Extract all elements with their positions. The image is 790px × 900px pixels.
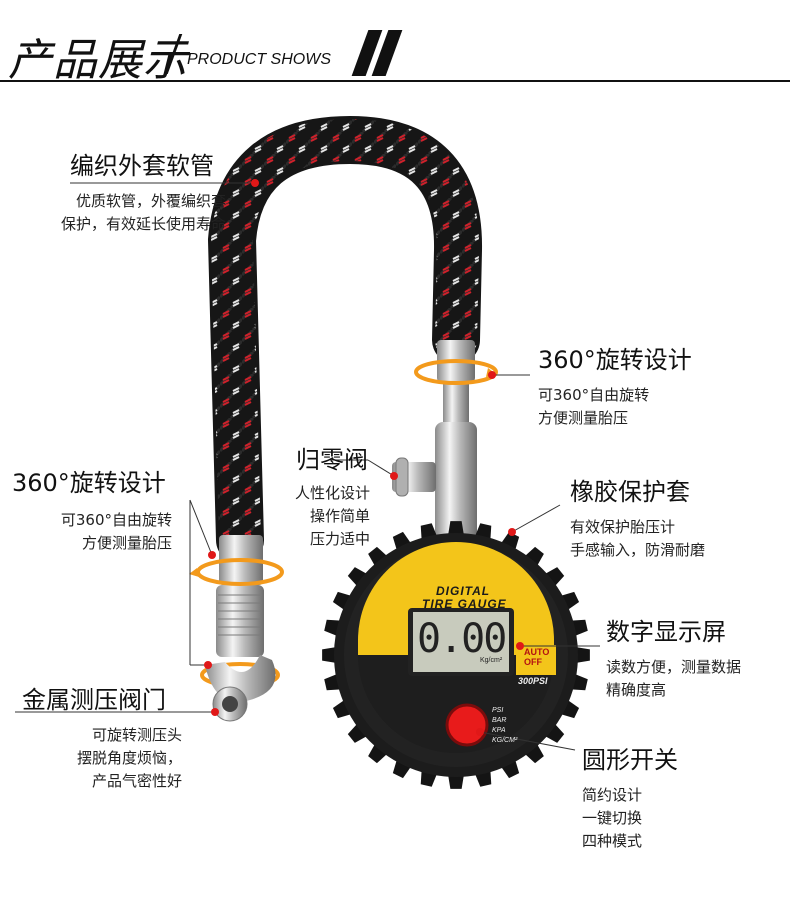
callout-hose-line: 保护，有效延长使用寿命	[60, 215, 226, 233]
callout-display-body: 读数方便，测量数据 精确度高	[606, 656, 741, 702]
callout-valve-title: 归零阀	[296, 446, 368, 474]
callout-hose-title: 编织外套软管	[70, 152, 214, 180]
lcd-unit: Kg/cm²	[480, 657, 503, 664]
boot-tooth	[542, 567, 565, 589]
mode-bar: BAR	[492, 717, 507, 724]
callout-valve-line: 人性化设计	[294, 484, 370, 502]
chrome-stem	[435, 422, 477, 542]
gauge-brand-line1: DIGITAL	[436, 584, 491, 598]
callout-valve-body: 人性化设计 操作简单 压力适中	[246, 482, 370, 551]
callout-rotate-top-title: 360°旋转设计	[538, 346, 692, 374]
callout-rotate-left-title: 360°旋转设计	[12, 469, 166, 497]
page-subtitle: PRODUCT SHOWS	[187, 51, 331, 68]
boot-tooth	[347, 721, 370, 743]
callout-display-title: 数字显示屏	[606, 618, 726, 646]
boot-tooth	[522, 546, 544, 569]
callout-switch-title: 圆形开关	[582, 746, 678, 774]
lcd-reading: 0.00	[417, 616, 507, 662]
callout-rotate-top-line: 方便测量胎压	[538, 409, 629, 427]
auto-off-line1: AUTO	[524, 647, 550, 657]
callout-rotate-left-line: 方便测量胎压	[81, 534, 172, 552]
callout-switch-body: 简约设计 一键切换 四种模式	[582, 784, 642, 853]
mode-kgcm: KG/CM²	[492, 737, 518, 744]
callout-display-line: 读数方便，测量数据	[606, 658, 742, 676]
callout-dots	[204, 179, 524, 736]
mode-button	[445, 703, 489, 747]
braided-hose	[207, 115, 483, 564]
callout-rubber-line: 有效保护胎压计	[570, 518, 676, 536]
callout-metal-line: 摆脱角度烦恼，	[76, 749, 182, 767]
callout-metal-line: 产品气密性好	[91, 772, 182, 790]
auto-off-line2: OFF	[524, 657, 542, 667]
boot-tooth	[542, 721, 565, 743]
reset-valve	[392, 457, 436, 497]
boot-tooth	[347, 567, 370, 589]
rotate-ring-left	[196, 558, 284, 586]
range-label: 300PSI	[518, 676, 548, 686]
callout-switch-line: 简约设计	[582, 786, 643, 804]
callout-metal-title: 金属测压阀门	[22, 686, 166, 714]
page-title: 产品展示	[8, 35, 188, 86]
callout-hose-body: 优质软管，外覆编织套 保护，有效延长使用寿命	[8, 190, 226, 236]
auto-off-label: AUTO OFF	[524, 647, 549, 667]
callout-valve-line: 压力适中	[309, 530, 370, 548]
callout-valve-line: 操作简单	[309, 507, 370, 525]
boot-tooth	[522, 741, 544, 764]
boot-tooth	[368, 741, 390, 764]
mode-psi: PSI	[492, 707, 504, 714]
gauge-brand-line2: TIRE GAUGE	[422, 597, 507, 611]
boot-tooth	[368, 546, 390, 569]
header-rule	[0, 80, 790, 82]
callout-rotate-top-line: 可360°自由旋转	[538, 386, 650, 404]
callout-rotate-left-body: 可360°自由旋转 方便测量胎压	[20, 509, 172, 555]
rotate-ring-top	[414, 359, 498, 385]
callout-switch-line: 一键切换	[582, 809, 643, 827]
callout-switch-line: 四种模式	[582, 832, 643, 850]
callout-display-line: 精确度高	[606, 681, 667, 699]
mode-kpa: KPA	[492, 727, 506, 734]
callout-hose-line: 优质软管，外覆编织套	[75, 192, 226, 210]
callout-rotate-top-body: 可360°自由旋转 方便测量胎压	[538, 384, 649, 430]
callout-metal-body: 可旋转测压头 摆脱角度烦恼， 产品气密性好	[20, 724, 182, 793]
callout-metal-line: 可旋转测压头	[91, 726, 182, 744]
callout-rubber-title: 橡胶保护套	[570, 478, 690, 506]
callout-leaders	[15, 182, 600, 751]
gauge-face	[358, 542, 556, 753]
knurled-chuck	[216, 585, 264, 657]
mode-list: PSI BAR KPA KG/CM²	[492, 706, 517, 746]
callout-rubber-body: 有效保护胎压计 手感输入，防滑耐磨	[570, 516, 705, 562]
callout-rotate-left-line: 可360°自由旋转	[60, 511, 172, 529]
callout-rubber-line: 手感输入，防滑耐磨	[570, 541, 706, 559]
